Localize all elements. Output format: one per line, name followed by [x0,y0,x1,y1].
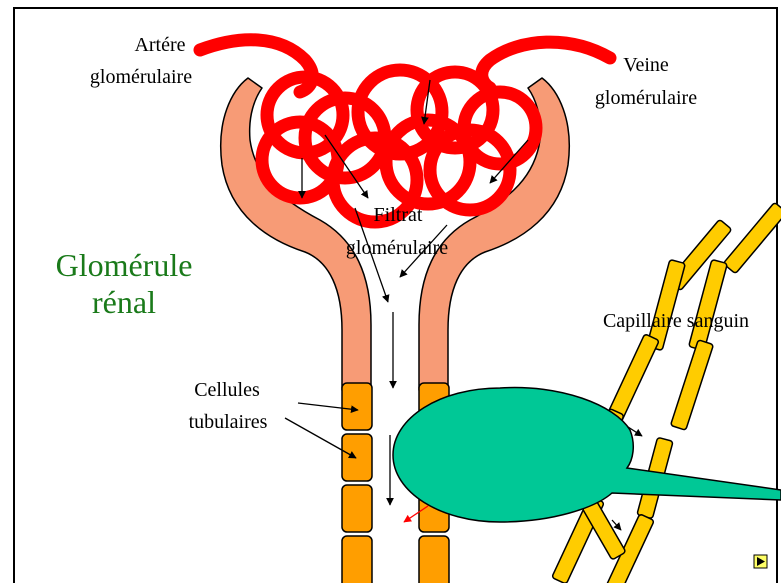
vein-label-line2: glomérulaire [595,87,697,109]
tubular-cell [342,485,372,532]
green-callout [393,388,781,522]
tubular-cell [342,536,372,583]
artery-label-line1: Artére [134,34,185,56]
tubular-cell [342,434,372,481]
tubular-cell [419,536,449,583]
glomerule-title-line1: Glomérule [56,247,193,283]
artery-label-line2: glomérulaire [90,66,192,88]
capillary-vessel [552,202,781,583]
tubular-cell [342,383,372,430]
cells-label-line1: Cellules [194,379,260,401]
filtrate-label-line1: Filtrat [374,204,423,226]
play-next-icon[interactable] [754,555,767,568]
filtrate-label-line2: glomérulaire [346,237,448,259]
vein-label-line1: Veine [623,54,669,76]
capillary-cell [670,340,713,431]
glomerule-title-line2: rénal [92,284,156,320]
cells-label-line2: tubulaires [189,411,268,433]
capillary-cell [607,334,660,422]
capillary-label: Capillaire sanguin [603,310,749,332]
capillary-arrow [612,520,621,530]
capillary-cell [723,202,781,274]
